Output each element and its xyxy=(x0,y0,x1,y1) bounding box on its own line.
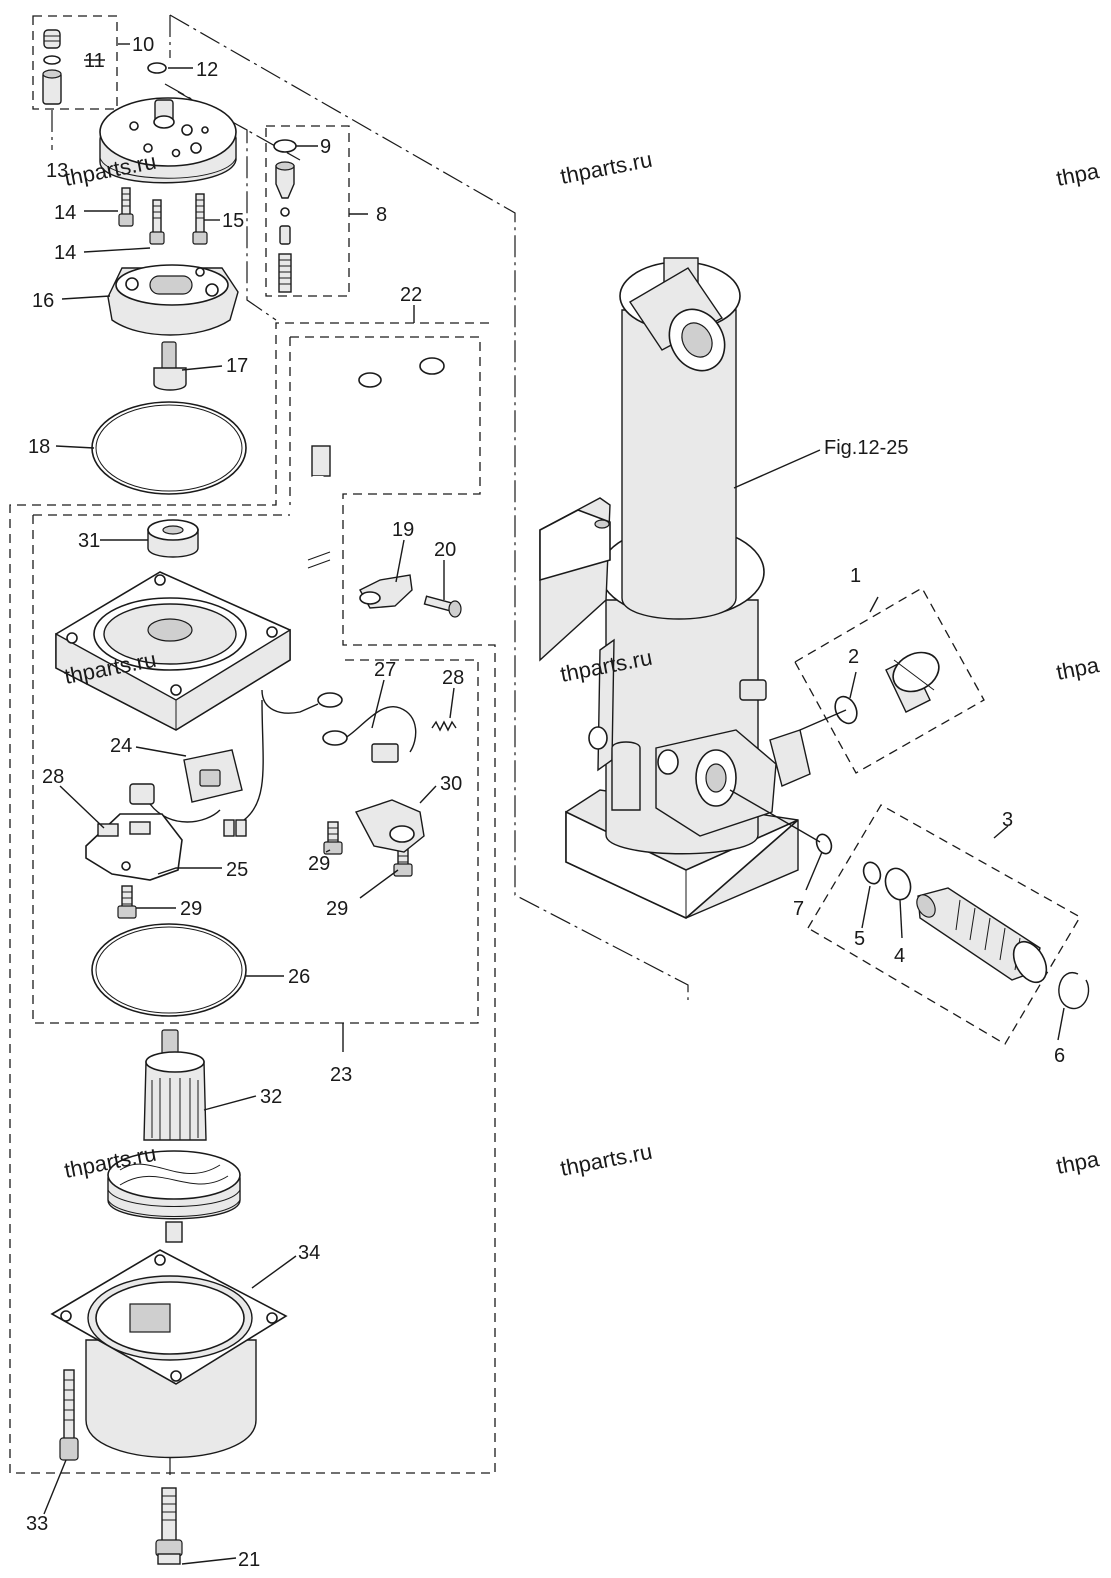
part-30-holder xyxy=(354,799,425,853)
part-33-screw xyxy=(59,1369,79,1461)
callout-15: 15 xyxy=(222,210,244,232)
watermark-3: thpa xyxy=(1054,158,1102,191)
part-28-spring-a xyxy=(431,720,457,732)
callout-7: 7 xyxy=(793,898,804,920)
callout-14-b: 14 xyxy=(54,242,76,264)
group-23-boundary xyxy=(32,514,479,1024)
part-29-screw-a xyxy=(323,821,343,855)
callout-1: 1 xyxy=(850,565,861,587)
callout-27: 27 xyxy=(374,659,396,681)
part-11-filter-set xyxy=(42,29,62,105)
callout-29-c: 29 xyxy=(326,898,348,920)
group-22-boundary xyxy=(9,322,496,1474)
callout-4: 4 xyxy=(894,945,905,967)
part-14-bolt-b xyxy=(149,199,165,245)
part-16-pump-housing xyxy=(107,264,239,336)
callout-24: 24 xyxy=(110,735,132,757)
part-6-circlip xyxy=(1058,971,1090,1010)
part-12-o-ring xyxy=(147,62,167,74)
callout-28-a: 28 xyxy=(442,667,464,689)
part-26-o-ring xyxy=(91,923,247,1017)
group-3-boundary xyxy=(807,804,1081,1045)
watermark-9: thpa xyxy=(1054,1146,1102,1179)
callout-34: 34 xyxy=(298,1242,320,1264)
callout-6: 6 xyxy=(1054,1045,1065,1067)
group-boundaries xyxy=(9,14,1081,1475)
callout-30: 30 xyxy=(440,773,462,795)
callout-5: 5 xyxy=(854,928,865,950)
watermark-2: thparts.ru xyxy=(558,147,654,189)
callout-9: 9 xyxy=(320,136,331,158)
part-13-pump-cap xyxy=(99,97,237,184)
callout-33: 33 xyxy=(26,1513,48,1535)
part-22-cable xyxy=(261,357,445,682)
part-15-bolt xyxy=(192,193,208,245)
callout-17: 17 xyxy=(226,355,248,377)
callout-14-a: 14 xyxy=(54,202,76,224)
callout-29-b: 29 xyxy=(180,898,202,920)
part-18-o-ring xyxy=(91,401,247,495)
tilt-cylinder-assembly xyxy=(539,257,811,919)
part-34-yoke xyxy=(50,1249,288,1459)
callout-8: 8 xyxy=(376,204,387,226)
callout-23: 23 xyxy=(330,1064,352,1086)
callout-labels: 1 2 3 4 5 6 7 8 9 10 11 12 13 14 14 15 1… xyxy=(26,34,1065,1571)
callout-22: 22 xyxy=(400,284,422,306)
watermark-8: thparts.ru xyxy=(558,1139,654,1181)
part-9-o-ring xyxy=(273,139,297,153)
group-8-boundary xyxy=(265,125,350,297)
callout-20: 20 xyxy=(434,539,456,561)
part-17-coupling xyxy=(153,341,187,391)
part-25-brush-plate xyxy=(85,813,183,881)
part-21-bolt xyxy=(155,1487,183,1565)
part-8-valve-set xyxy=(275,161,295,293)
callout-28-b: 28 xyxy=(42,766,64,788)
watermark-6: thpa xyxy=(1054,652,1102,685)
callout-10: 10 xyxy=(132,34,154,56)
connector-pair xyxy=(223,699,264,837)
callout-2: 2 xyxy=(848,646,859,668)
part-20-screw xyxy=(423,595,462,618)
part-27-cable xyxy=(261,689,417,763)
callout-12: 12 xyxy=(196,59,218,81)
part-31-bearing xyxy=(147,519,199,558)
part-7-o-ring xyxy=(815,833,833,855)
callout-32: 32 xyxy=(260,1086,282,1108)
callout-3: 3 xyxy=(1002,809,1013,831)
callout-18: 18 xyxy=(28,436,50,458)
part-5-o-ring xyxy=(862,861,882,885)
callout-21: 21 xyxy=(238,1549,260,1571)
part-29-screw-c xyxy=(117,885,137,919)
callout-26: 26 xyxy=(288,966,310,988)
group-10-boundary xyxy=(32,15,118,110)
part-14-bolt-a xyxy=(118,187,134,227)
assembly-line-upper xyxy=(169,14,689,1000)
callout-16: 16 xyxy=(32,290,54,312)
part-24-brush-holder xyxy=(129,749,243,823)
leader-lines xyxy=(43,43,1065,1565)
callout-25: 25 xyxy=(226,859,248,881)
part-1-plug xyxy=(885,651,940,713)
part-32-armature xyxy=(107,1029,241,1243)
callout-19: 19 xyxy=(392,519,414,541)
callout-29-a: 29 xyxy=(308,853,330,875)
callout-11: 11 xyxy=(84,50,105,72)
callout-31: 31 xyxy=(78,530,100,552)
part-19-clamp xyxy=(359,574,413,609)
figure-reference: Fig.12-25 xyxy=(824,437,909,459)
part-3-valve xyxy=(916,887,1048,984)
group-1-boundary xyxy=(794,587,985,774)
callout-13: 13 xyxy=(46,160,68,182)
motor-base xyxy=(55,571,291,731)
part-4-o-ring xyxy=(884,867,912,901)
